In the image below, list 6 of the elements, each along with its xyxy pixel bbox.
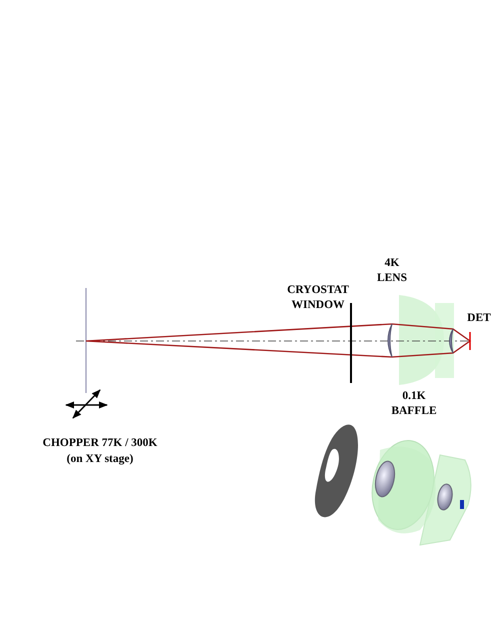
text-label: 4K LENS — [376, 256, 408, 286]
text-label: 0.1K BAFFLE — [390, 389, 438, 419]
detector-label: DET — [467, 311, 491, 326]
text-label: CHOPPER 77K / 300K — [42, 436, 158, 451]
text-label: CRYOSTAT WINDOW — [286, 283, 350, 313]
text-label: (on XY stage) — [66, 452, 134, 467]
